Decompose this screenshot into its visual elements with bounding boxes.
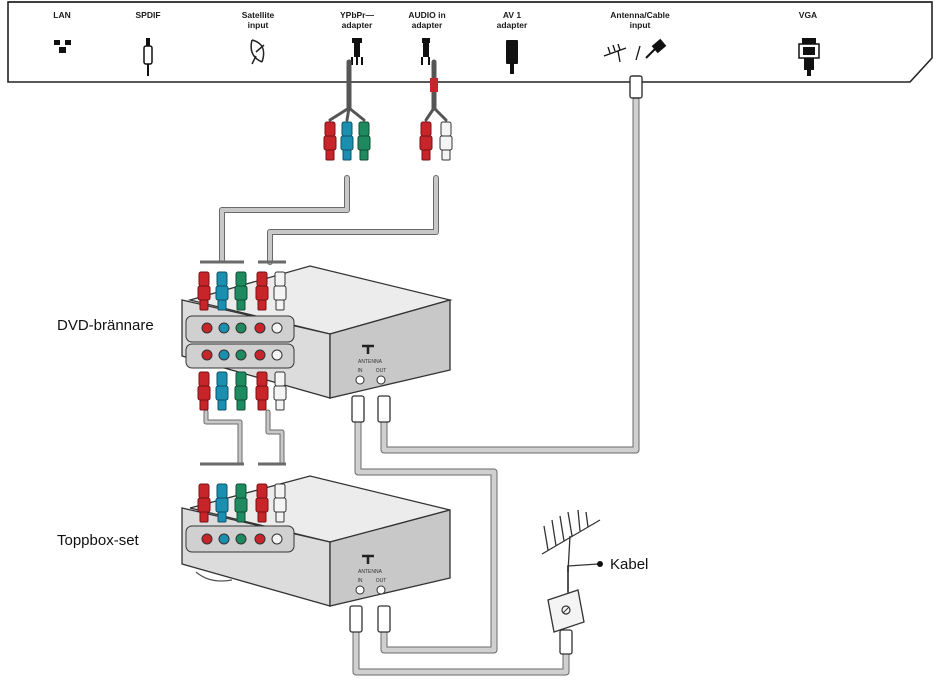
port-label-satellite-line1: Satellite [242, 10, 275, 20]
stb-antenna-text: ANTENNA [358, 569, 383, 575]
stb-out-text: OUT [376, 578, 387, 584]
dvd-in-text: IN [358, 368, 363, 374]
port-label-lan-line1: LAN [53, 10, 70, 20]
stb-coax-plugs [349, 605, 391, 633]
dvd-coax-plugs [351, 395, 391, 423]
port-label-antenna: Antenna/Cable input [610, 10, 670, 30]
stereo-plug-icon [421, 38, 430, 65]
tv-antenna-plug [629, 75, 643, 99]
scart-adapter-icon [506, 40, 518, 74]
stb-in-text: IN [358, 578, 363, 584]
kabel-marker-dot [597, 561, 603, 567]
port-label-ypbpr-line1: YPbPr— [340, 10, 375, 20]
port-label-antenna-line2: input [630, 20, 651, 30]
set-top-box: ANTENNA IN OUT [181, 475, 451, 607]
stb-jacks [201, 533, 283, 545]
dvd-out-text: OUT [376, 368, 387, 374]
audio-plugs [419, 121, 453, 161]
tv-connector-panel [7, 1, 933, 83]
port-label-audio-line1: AUDIO in [408, 10, 445, 20]
port-label-av1-line2: adapter [497, 20, 528, 30]
audio-red-marker [430, 78, 438, 92]
port-label-antenna-line1: Antenna/Cable [610, 10, 670, 20]
port-label-av1-line1: AV 1 [503, 10, 522, 20]
stb-top-plugs [197, 462, 287, 523]
antenna-mast-icon [541, 509, 601, 573]
port-label-ypbpr-line2: adapter [342, 20, 373, 30]
port-label-satellite: Satellite input [242, 10, 275, 30]
kabel-label: Kabel [610, 556, 648, 573]
network-icon [54, 40, 71, 53]
dvd-recorder-box: ANTENNA IN OUT [181, 265, 453, 399]
wall-socket-icon [547, 589, 585, 655]
port-label-spdif-line1: SPDIF [135, 10, 160, 20]
antenna-cable-icon [603, 38, 667, 63]
rca-plug-icon [143, 38, 153, 76]
port-label-audio-line2: adapter [412, 20, 443, 30]
ypbpr-green-plug [357, 121, 371, 161]
port-label-ypbpr: YPbPr— adapter [340, 10, 375, 30]
audio-white-plug [439, 121, 453, 161]
dvd-recorder-label: DVD-brännare [57, 317, 154, 334]
dvd-top-plugs [197, 260, 287, 311]
port-label-audio: AUDIO in adapter [408, 10, 445, 30]
audio-red-plug [419, 121, 433, 161]
dvd-antenna-text: ANTENNA [358, 359, 383, 365]
ypbpr-blue-plug [340, 121, 354, 161]
satellite-dish-icon [250, 39, 265, 65]
dvd-jacks [201, 322, 283, 361]
ypbpr-plugs [323, 121, 371, 161]
port-label-av1: AV 1 adapter [497, 10, 528, 30]
port-label-lan: LAN [53, 10, 70, 20]
dvd-antenna-jacks: ANTENNA IN OUT [355, 344, 387, 385]
port-label-vga-line1: VGA [799, 10, 817, 20]
port-label-vga: VGA [799, 10, 817, 20]
stb-antenna-jacks: ANTENNA IN OUT [355, 554, 387, 595]
ypbpr-red-plug [323, 121, 337, 161]
set-top-box-label: Toppbox-set [57, 532, 140, 549]
vga-connector-icon [798, 38, 820, 76]
port-label-spdif: SPDIF [135, 10, 160, 20]
port-label-satellite-line2: input [248, 20, 269, 30]
cables [203, 59, 640, 676]
multi-plug-icon [351, 38, 363, 65]
